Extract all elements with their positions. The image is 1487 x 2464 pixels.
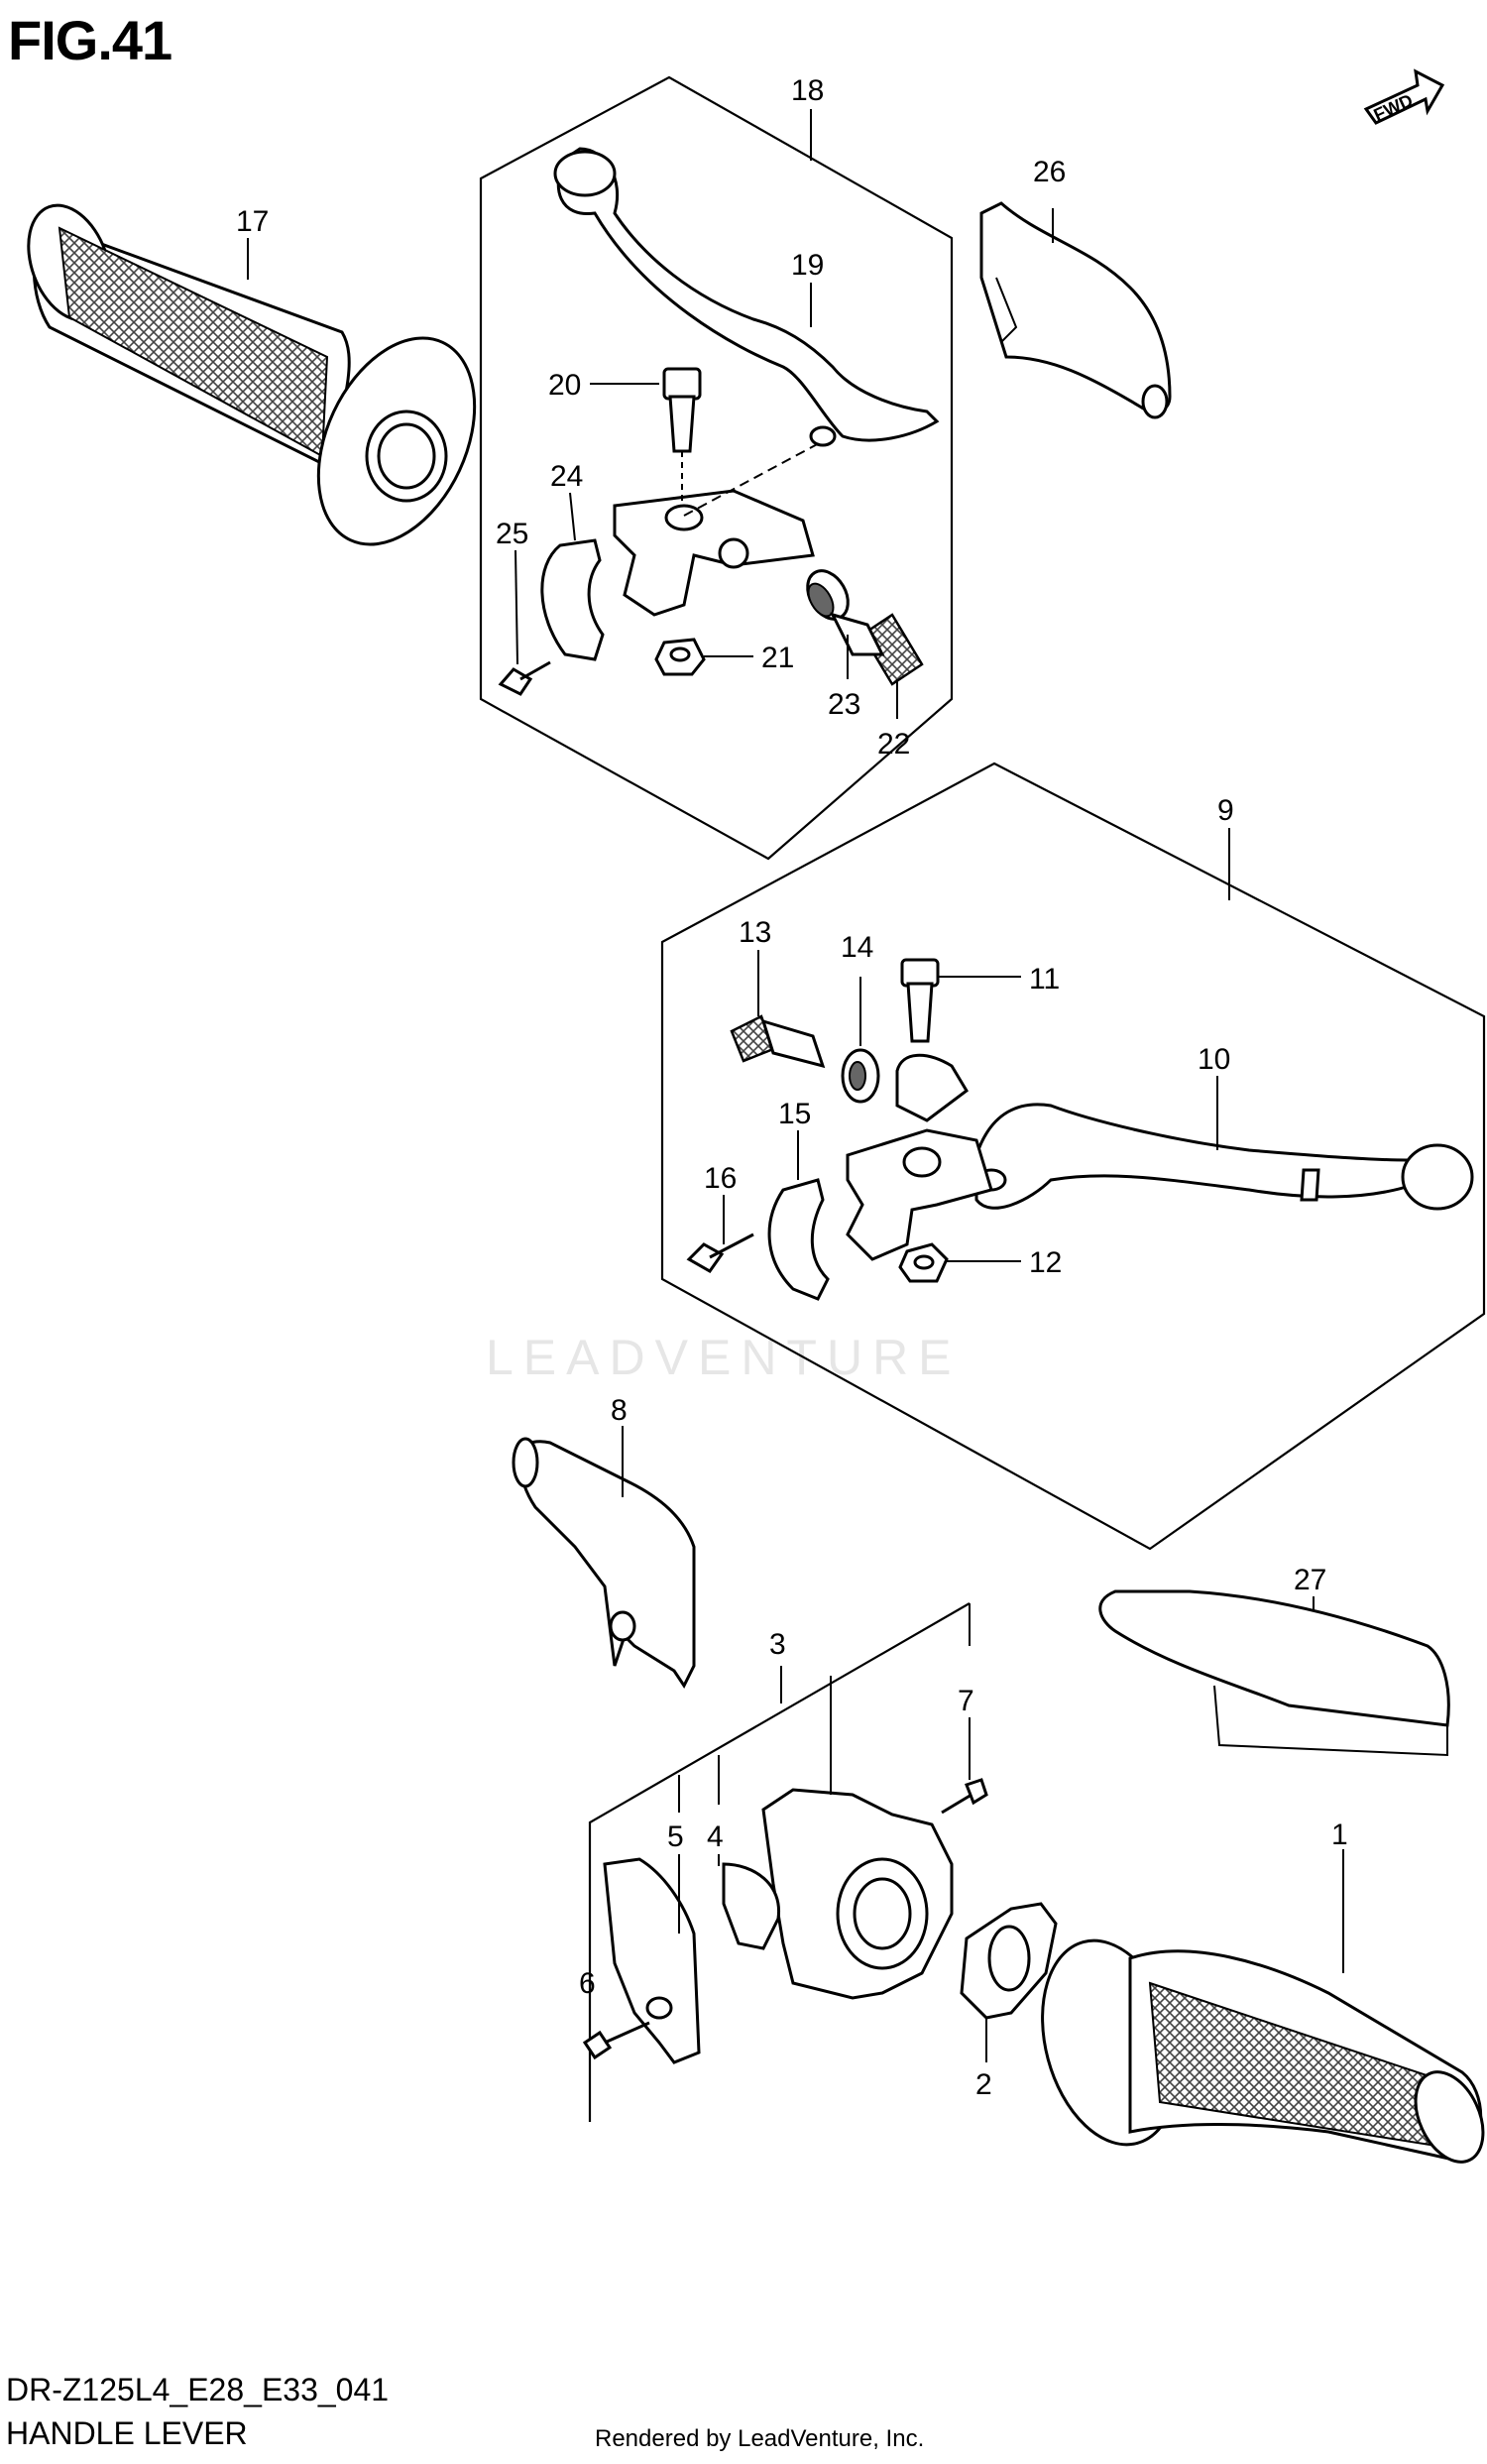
callout-19: 19 — [791, 249, 824, 282]
callout-labels: 1 2 3 4 5 6 7 8 9 10 11 12 13 14 15 16 1… — [236, 74, 1348, 2101]
figure-title: FIG.41 — [8, 9, 172, 71]
clamp-24 — [540, 538, 605, 661]
screw-6 — [582, 2021, 650, 2060]
nut-12 — [898, 1242, 949, 1283]
callout-3: 3 — [769, 1628, 786, 1661]
bracket-18 — [613, 440, 824, 617]
cover-27 — [1098, 1589, 1450, 1757]
callout-14: 14 — [841, 931, 873, 964]
leader-lines — [247, 109, 1344, 2062]
callout-11: 11 — [1029, 963, 1060, 996]
group-box-9 — [660, 762, 1486, 1551]
washer-23 — [806, 569, 850, 621]
cover-5 — [603, 1857, 701, 2064]
grip-right — [1041, 1938, 1485, 2164]
callout-20: 20 — [548, 369, 581, 402]
callout-8: 8 — [611, 1394, 628, 1427]
callout-15: 15 — [778, 1098, 811, 1130]
callout-23: 23 — [828, 688, 860, 721]
watermark: LEADVENTURE — [486, 1330, 962, 1385]
bolt-7 — [941, 1778, 988, 1815]
callout-27: 27 — [1294, 1564, 1326, 1596]
bolt-16 — [686, 1232, 754, 1273]
render-credit: Rendered by LeadVenture, Inc. — [595, 2425, 925, 2452]
model-code: DR-Z125L4_E28_E33_041 — [6, 2372, 390, 2407]
nut-21 — [654, 638, 706, 676]
guide-2 — [960, 1902, 1058, 2020]
diagram-name: HANDLE LEVER — [6, 2415, 248, 2451]
gasket-4 — [722, 1862, 781, 1950]
callout-16: 16 — [704, 1162, 737, 1195]
group-box-18 — [479, 75, 954, 861]
callout-24: 24 — [550, 460, 583, 493]
bolt-20 — [662, 367, 702, 501]
clamp-15 — [767, 1178, 830, 1301]
callout-22: 22 — [877, 728, 910, 761]
lever-10 — [974, 1103, 1474, 1211]
callout-12: 12 — [1029, 1246, 1062, 1279]
callout-4: 4 — [707, 1820, 724, 1853]
callout-6: 6 — [579, 1967, 596, 2000]
callout-2: 2 — [975, 2068, 992, 2101]
callout-9: 9 — [1217, 794, 1234, 827]
bolt-11 — [900, 958, 940, 1043]
callout-7: 7 — [958, 1685, 974, 1717]
grip-left — [27, 203, 477, 546]
adjuster-22 — [830, 612, 924, 686]
callout-13: 13 — [739, 916, 771, 949]
nut-14 — [841, 1048, 880, 1104]
lever-19 — [553, 147, 940, 447]
callout-10: 10 — [1198, 1043, 1230, 1076]
callout-1: 1 — [1331, 1819, 1348, 1851]
adjuster-13 — [730, 1014, 826, 1069]
cover-26 — [979, 201, 1172, 419]
housing-3 — [761, 1788, 954, 2000]
callout-18: 18 — [791, 74, 824, 107]
callout-26: 26 — [1033, 156, 1066, 188]
fwd-arrow-icon: FWD — [1363, 68, 1445, 125]
guard-8 — [512, 1437, 696, 1689]
callout-17: 17 — [236, 205, 269, 238]
callout-21: 21 — [761, 642, 794, 674]
callout-25: 25 — [496, 518, 528, 550]
bolt-25 — [498, 660, 551, 696]
perch-9 — [846, 1053, 993, 1261]
callout-5: 5 — [667, 1820, 684, 1853]
